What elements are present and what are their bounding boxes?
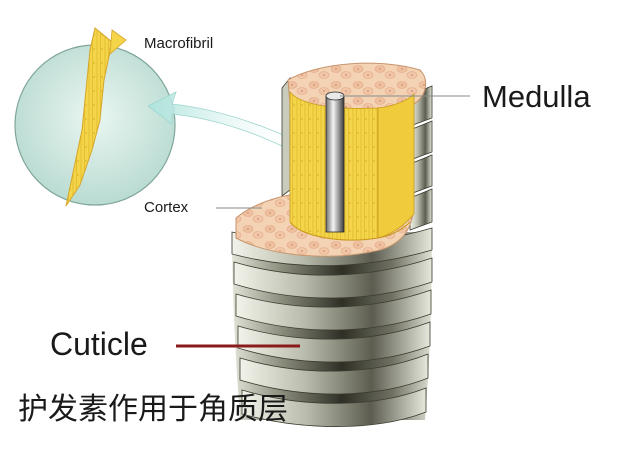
cortex-fibers — [289, 90, 415, 241]
medulla-rod — [325, 91, 345, 233]
cuticle-scales — [231, 76, 433, 427]
hair-shaft — [231, 76, 433, 427]
cuticle-label: Cuticle — [50, 326, 148, 362]
zoom-arrow — [147, 91, 296, 151]
caption-text: 护发素作用于角质层 — [18, 392, 288, 427]
cortex-label: Cortex — [144, 199, 189, 216]
macrofibril-label: Macrofibril — [144, 35, 214, 52]
medulla-label: Medulla — [482, 79, 591, 114]
macrofibril-zoom-circle — [14, 27, 176, 207]
